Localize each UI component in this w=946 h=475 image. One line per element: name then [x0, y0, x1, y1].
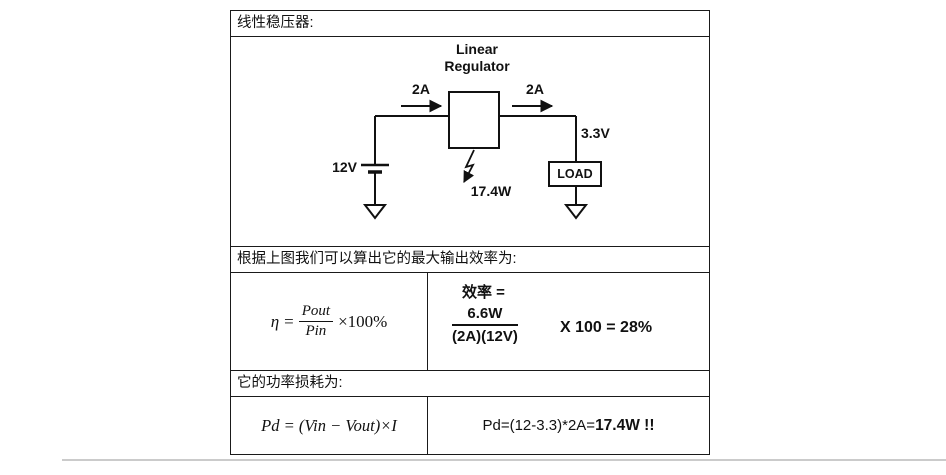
- efficiency-calc-cell: 效率 = 6.6W (2A)(12V) X 100 = 28%: [428, 273, 709, 370]
- loss-calc-result: 17.4W !!: [595, 416, 655, 434]
- regulator-name-line1: Linear: [455, 41, 498, 57]
- formula-fraction: Pout Pin: [298, 303, 334, 340]
- efficiency-row: η = Pout Pin ×100% 效率 = 6.6W (2A)(12V) X…: [231, 273, 709, 371]
- loss-calc-prefix: Pd=(12-3.3)*2A=: [482, 417, 596, 434]
- lightning-bolt-icon: [463, 149, 475, 184]
- efficiency-label: 效率 =: [462, 284, 505, 301]
- eta-symbol: η: [270, 311, 280, 331]
- loss-caption: 它的功率损耗为:: [231, 371, 709, 397]
- efficiency-result: X 100 = 28%: [560, 319, 653, 336]
- efficiency-caption: 根据上图我们可以算出它的最大输出效率为:: [231, 247, 709, 273]
- regulator-name-line2: Regulator: [444, 58, 510, 74]
- efficiency-formula-cell: η = Pout Pin ×100%: [231, 273, 428, 370]
- load-box: LOAD: [548, 161, 602, 187]
- output-voltage-label: 3.3V: [581, 125, 610, 141]
- regulator-panel: 线性稳压器:: [230, 10, 710, 455]
- bottom-divider: [62, 459, 946, 461]
- equals-sign: =: [284, 311, 294, 331]
- formula-suffix: ×100%: [338, 311, 388, 331]
- regulator-box: [448, 91, 500, 149]
- circuit-diagram: LOAD Linear Regulator 2A 2A 3.3V 12V 17.…: [231, 37, 709, 247]
- ground-symbol-right: [563, 204, 589, 220]
- efficiency-calc-fraction: 6.6W (2A)(12V): [452, 305, 518, 345]
- loss-formula: Pd = (Vin − Vout)×I: [261, 415, 397, 435]
- circuit-wires-svg: [361, 99, 589, 220]
- regulator-name: Linear Regulator: [417, 41, 537, 75]
- dissipation-label: 17.4W: [470, 183, 512, 199]
- calc-denominator: (2A)(12V): [452, 328, 518, 345]
- input-voltage-label: 12V: [332, 159, 357, 175]
- ground-symbol-left: [362, 204, 388, 220]
- calc-numerator: 6.6W: [452, 305, 518, 326]
- formula-denominator: Pin: [305, 323, 327, 339]
- formula-numerator: Pout: [298, 303, 334, 322]
- panel-title: 线性稳压器:: [231, 11, 709, 37]
- loss-calc-cell: Pd=(12-3.3)*2A= 17.4W !!: [428, 397, 709, 454]
- output-current-label: 2A: [526, 81, 544, 97]
- efficiency-formula: η = Pout Pin ×100%: [271, 303, 388, 340]
- loss-row: Pd = (Vin − Vout)×I Pd=(12-3.3)*2A= 17.4…: [231, 397, 709, 454]
- input-current-label: 2A: [412, 81, 430, 97]
- loss-formula-cell: Pd = (Vin − Vout)×I: [231, 397, 428, 454]
